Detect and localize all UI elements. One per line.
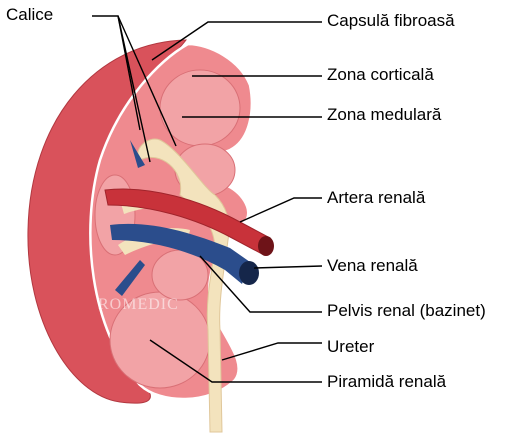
renal-pyramid-top (160, 70, 240, 146)
renal-artery-opening (258, 236, 274, 256)
leader-artera (240, 198, 322, 222)
leader-vena (254, 266, 322, 268)
label-renal-pyramid: Piramidă renală (327, 372, 446, 392)
label-ureter: Ureter (327, 337, 374, 357)
label-renal-artery: Artera renală (327, 188, 425, 208)
label-fibrous-capsule: Capsulă fibroasă (327, 11, 455, 31)
watermark: ROMEDIC (98, 296, 179, 314)
renal-vein-opening (239, 261, 259, 285)
label-renal-vein: Vena renală (327, 256, 418, 276)
label-renal-pelvis: Pelvis renal (bazinet) (327, 301, 486, 321)
label-calice: Calice (6, 5, 53, 25)
label-cortical-zone: Zona corticală (327, 65, 434, 85)
label-medullary-zone: Zona medulară (327, 105, 441, 125)
